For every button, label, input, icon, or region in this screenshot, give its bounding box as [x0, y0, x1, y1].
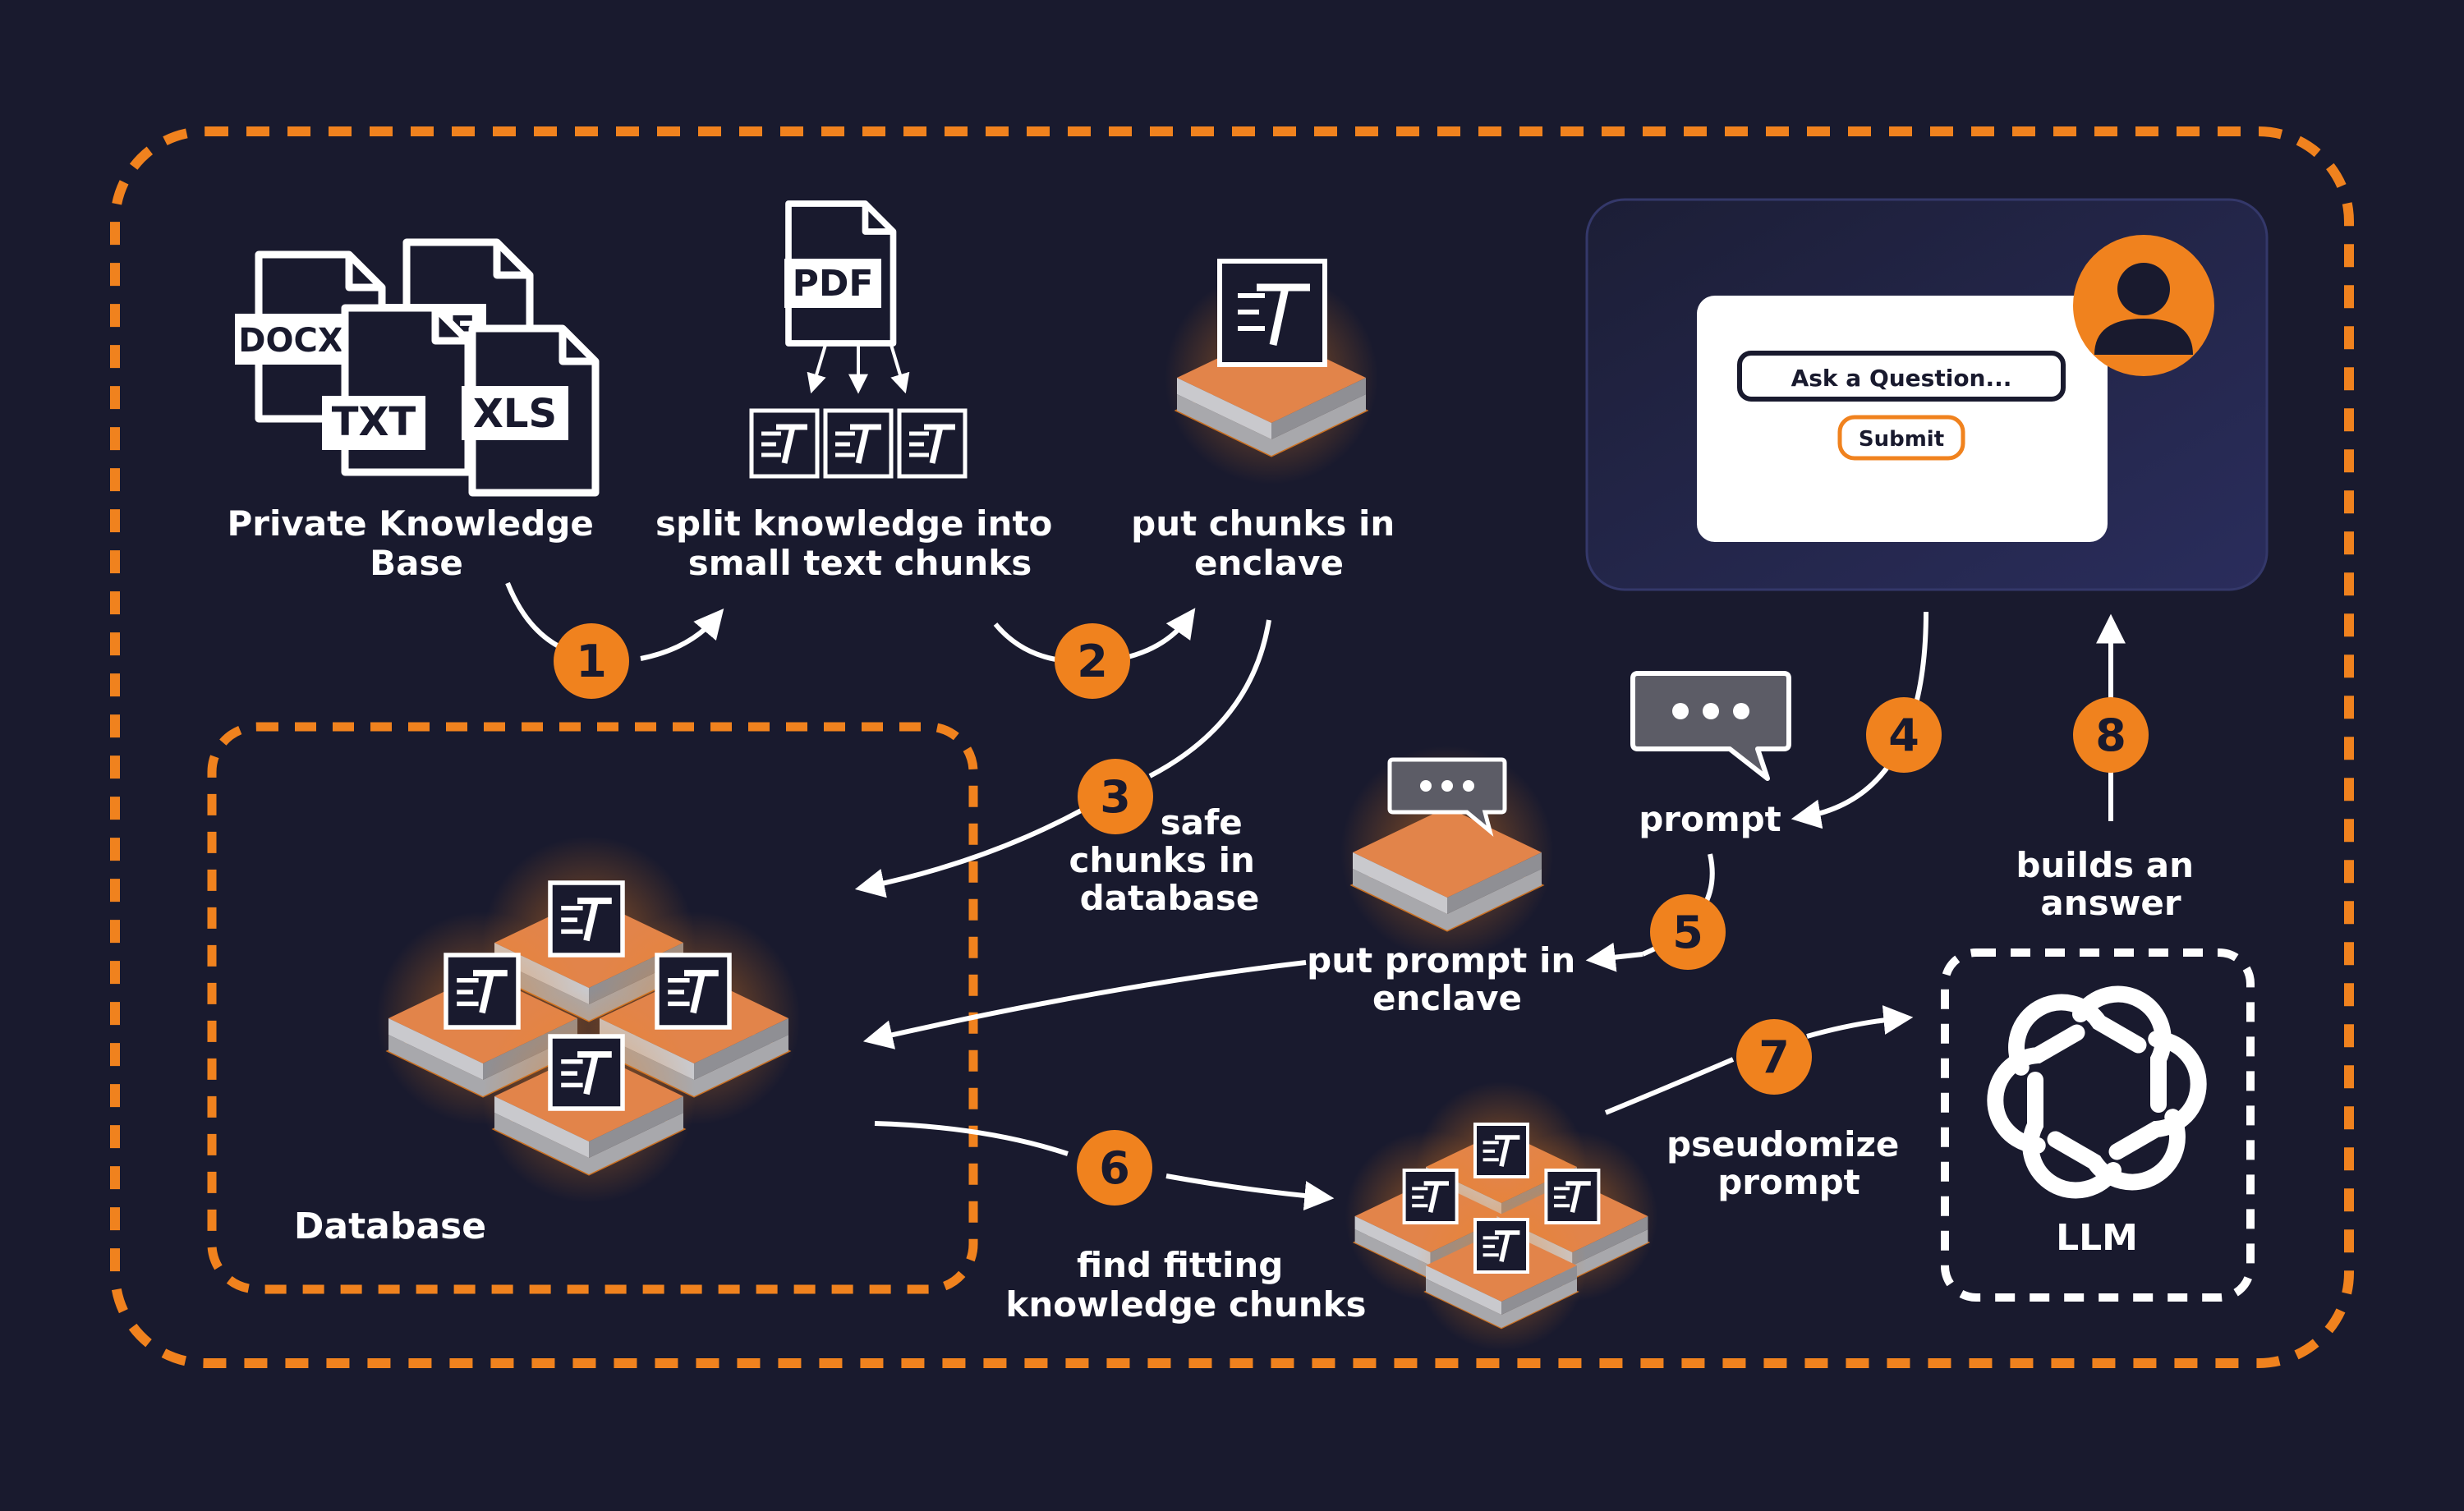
arrow-3-upper	[1148, 619, 1271, 778]
chat-bubble-icon	[1387, 757, 1507, 837]
arrow-5-lower	[1585, 942, 1643, 972]
step-badge-3: 3	[1078, 759, 1153, 834]
svg-text:4: 4	[1888, 710, 1919, 761]
database-chunk-cluster	[375, 834, 802, 1205]
openai-logo-icon	[1987, 985, 2207, 1199]
text-chunk-icon	[1546, 1170, 1598, 1223]
arrow-7-in	[874, 1121, 1069, 1156]
text-chunk-icon	[899, 411, 965, 476]
submit-button-label: Submit	[1859, 427, 1944, 452]
step-badge-6: 6	[1077, 1130, 1152, 1206]
database-label: Database	[294, 1206, 486, 1247]
step-3-label: put chunks in enclave	[1131, 503, 1407, 583]
submit-button[interactable]	[1837, 415, 1965, 461]
text-chunk-icon	[446, 955, 518, 1027]
user-avatar-icon	[2073, 235, 2214, 376]
arrow-8-out	[1806, 1005, 1914, 1039]
step-1-label: Private Knowledge Base	[227, 503, 605, 583]
arrow-1-out	[640, 608, 724, 661]
step-badge-7: 7	[1736, 1019, 1812, 1095]
outer-boundary	[110, 126, 2354, 1368]
text-chunk-icon	[550, 883, 623, 955]
text-chunk-icon	[825, 411, 891, 476]
svg-text:8: 8	[2095, 710, 2126, 761]
text-chunk-icon	[1217, 259, 1327, 367]
step-badge-5: 5	[1650, 894, 1726, 970]
svg-text:2: 2	[1077, 636, 1108, 687]
step-badge-2: 2	[1055, 623, 1130, 699]
text-chunk-icon	[657, 955, 729, 1027]
xls-label: XLS	[473, 391, 557, 437]
arrow-3-lower	[854, 806, 1086, 898]
text-chunk-icon	[550, 1036, 623, 1109]
step-4-label: safe chunks in database	[1069, 802, 1266, 918]
svg-text:1: 1	[576, 636, 607, 687]
step-badge-8: 8	[2073, 697, 2149, 773]
builds-answer-label: builds an answer	[2016, 845, 2205, 923]
arrow-2-out	[1120, 608, 1196, 661]
txt-label: TXT	[332, 399, 416, 445]
text-chunk-icon	[752, 411, 817, 476]
enclave-prompt-stack	[1339, 744, 1556, 961]
text-chunk-icon	[1475, 1124, 1528, 1177]
arrow-7-out	[1165, 1173, 1335, 1211]
step-8-label: pseudomize prompt	[1666, 1124, 1911, 1202]
split-document-illustration: PDF	[752, 204, 965, 476]
text-chunk-icon	[1475, 1219, 1528, 1272]
svg-text:3: 3	[1100, 771, 1131, 823]
svg-text:7: 7	[1758, 1031, 1790, 1083]
question-input[interactable]	[1737, 351, 2066, 402]
question-input-placeholder: Ask a Question...	[1791, 365, 2012, 392]
docx-label: DOCX	[238, 322, 343, 360]
llm-boundary	[1941, 948, 2255, 1302]
svg-text:5: 5	[1672, 907, 1703, 958]
text-chunk-icon	[1404, 1170, 1457, 1223]
step-badges: 1 2 3 4 5 6 7 8	[554, 623, 2149, 1206]
step-badge-1: 1	[554, 623, 629, 699]
step-7-label: find fitting knowledge chunks	[1005, 1245, 1366, 1325]
arrow-8-in	[1604, 1057, 1735, 1115]
step-5-label: prompt	[1639, 799, 1781, 839]
step-2-label: split knowledge into small text chunks	[655, 503, 1064, 583]
private-knowledge-base-files: DOCX PDF TXT XLS	[235, 242, 595, 493]
svg-text:6: 6	[1099, 1142, 1130, 1194]
source-pdf-label: PDF	[793, 263, 874, 305]
fitting-chunk-cluster	[1344, 1080, 1659, 1353]
chat-bubble-icon	[1630, 671, 1791, 781]
step-6-label: put prompt in enclave	[1307, 940, 1588, 1018]
step-badge-4: 4	[1866, 697, 1942, 773]
enclave-chunk-stack	[1163, 259, 1380, 486]
llm-label: LLM	[2056, 1217, 2138, 1259]
arrow-6	[862, 960, 1307, 1049]
